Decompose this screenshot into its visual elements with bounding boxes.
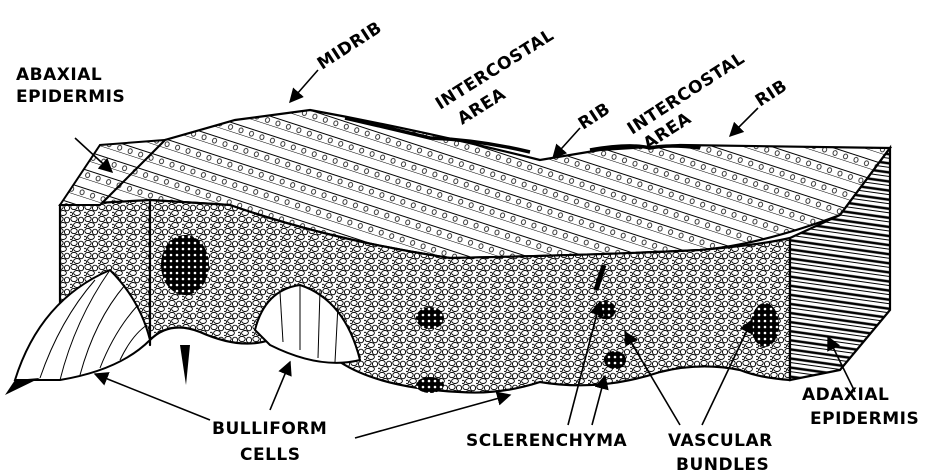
arrow-bulliform-left (95, 374, 210, 420)
arrow-bulliform-middle (270, 362, 290, 410)
label-bulliform: BULLIFORM (212, 419, 327, 439)
label-adaxial: ADAXIAL (802, 385, 889, 405)
label-rib-2: RIB (752, 76, 791, 111)
label-adaxial-epidermis: EPIDERMIS (810, 409, 919, 429)
label-rib-1: RIB (575, 99, 614, 134)
label-midrib: MIDRIB (314, 18, 386, 74)
label-cells: CELLS (240, 445, 301, 465)
arrow-rib-2 (730, 108, 758, 136)
label-abaxial: ABAXIAL (16, 65, 102, 85)
label-bundles: BUNDLES (676, 455, 769, 475)
label-vascular: VASCULAR (668, 431, 773, 451)
label-sclerenchyma: SCLERENCHYMA (466, 431, 628, 451)
arrow-midrib (290, 70, 318, 102)
label-abaxial-epidermis: EPIDERMIS (16, 87, 125, 107)
